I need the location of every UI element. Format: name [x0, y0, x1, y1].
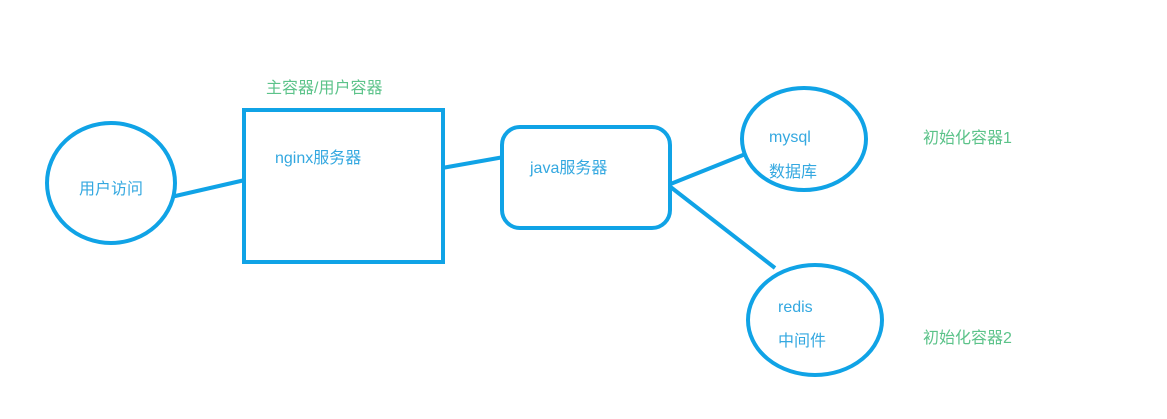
node-java-server[interactable]: java服务器 — [500, 125, 672, 230]
node-user-access[interactable]: 用户访问 — [45, 121, 177, 245]
nginx-server-rect[interactable] — [242, 108, 445, 264]
connector-user-to-nginx — [170, 178, 246, 199]
user-access-label: 用户访问 — [79, 180, 143, 198]
annotation-init-container-1: 初始化容器1 — [923, 129, 1012, 147]
annotation-main-container: 主容器/用户容器 — [266, 79, 382, 97]
java-server-rect[interactable] — [500, 125, 672, 230]
connector-java-to-mysql — [667, 151, 749, 187]
node-redis-middleware[interactable]: redis 中间件 — [746, 263, 884, 377]
mysql-label-name: mysql — [769, 129, 811, 146]
java-server-label: java服务器 — [529, 159, 607, 177]
mysql-database-ellipse[interactable] — [740, 86, 868, 192]
mysql-label-role: 数据库 — [769, 163, 817, 181]
nginx-server-label: nginx服务器 — [275, 149, 361, 167]
connector-java-to-redis — [666, 183, 777, 270]
connector-nginx-to-java — [441, 155, 505, 170]
redis-label-role: 中间件 — [778, 332, 826, 350]
node-mysql-database[interactable]: mysql 数据库 — [740, 86, 868, 192]
connector-layer — [170, 151, 777, 270]
annotation-init-container-2: 初始化容器2 — [923, 329, 1012, 347]
node-nginx-server[interactable]: nginx服务器 — [242, 108, 445, 264]
redis-middleware-ellipse[interactable] — [746, 263, 884, 377]
user-access-ellipse[interactable] — [45, 121, 177, 245]
redis-label-name: redis — [778, 299, 813, 316]
